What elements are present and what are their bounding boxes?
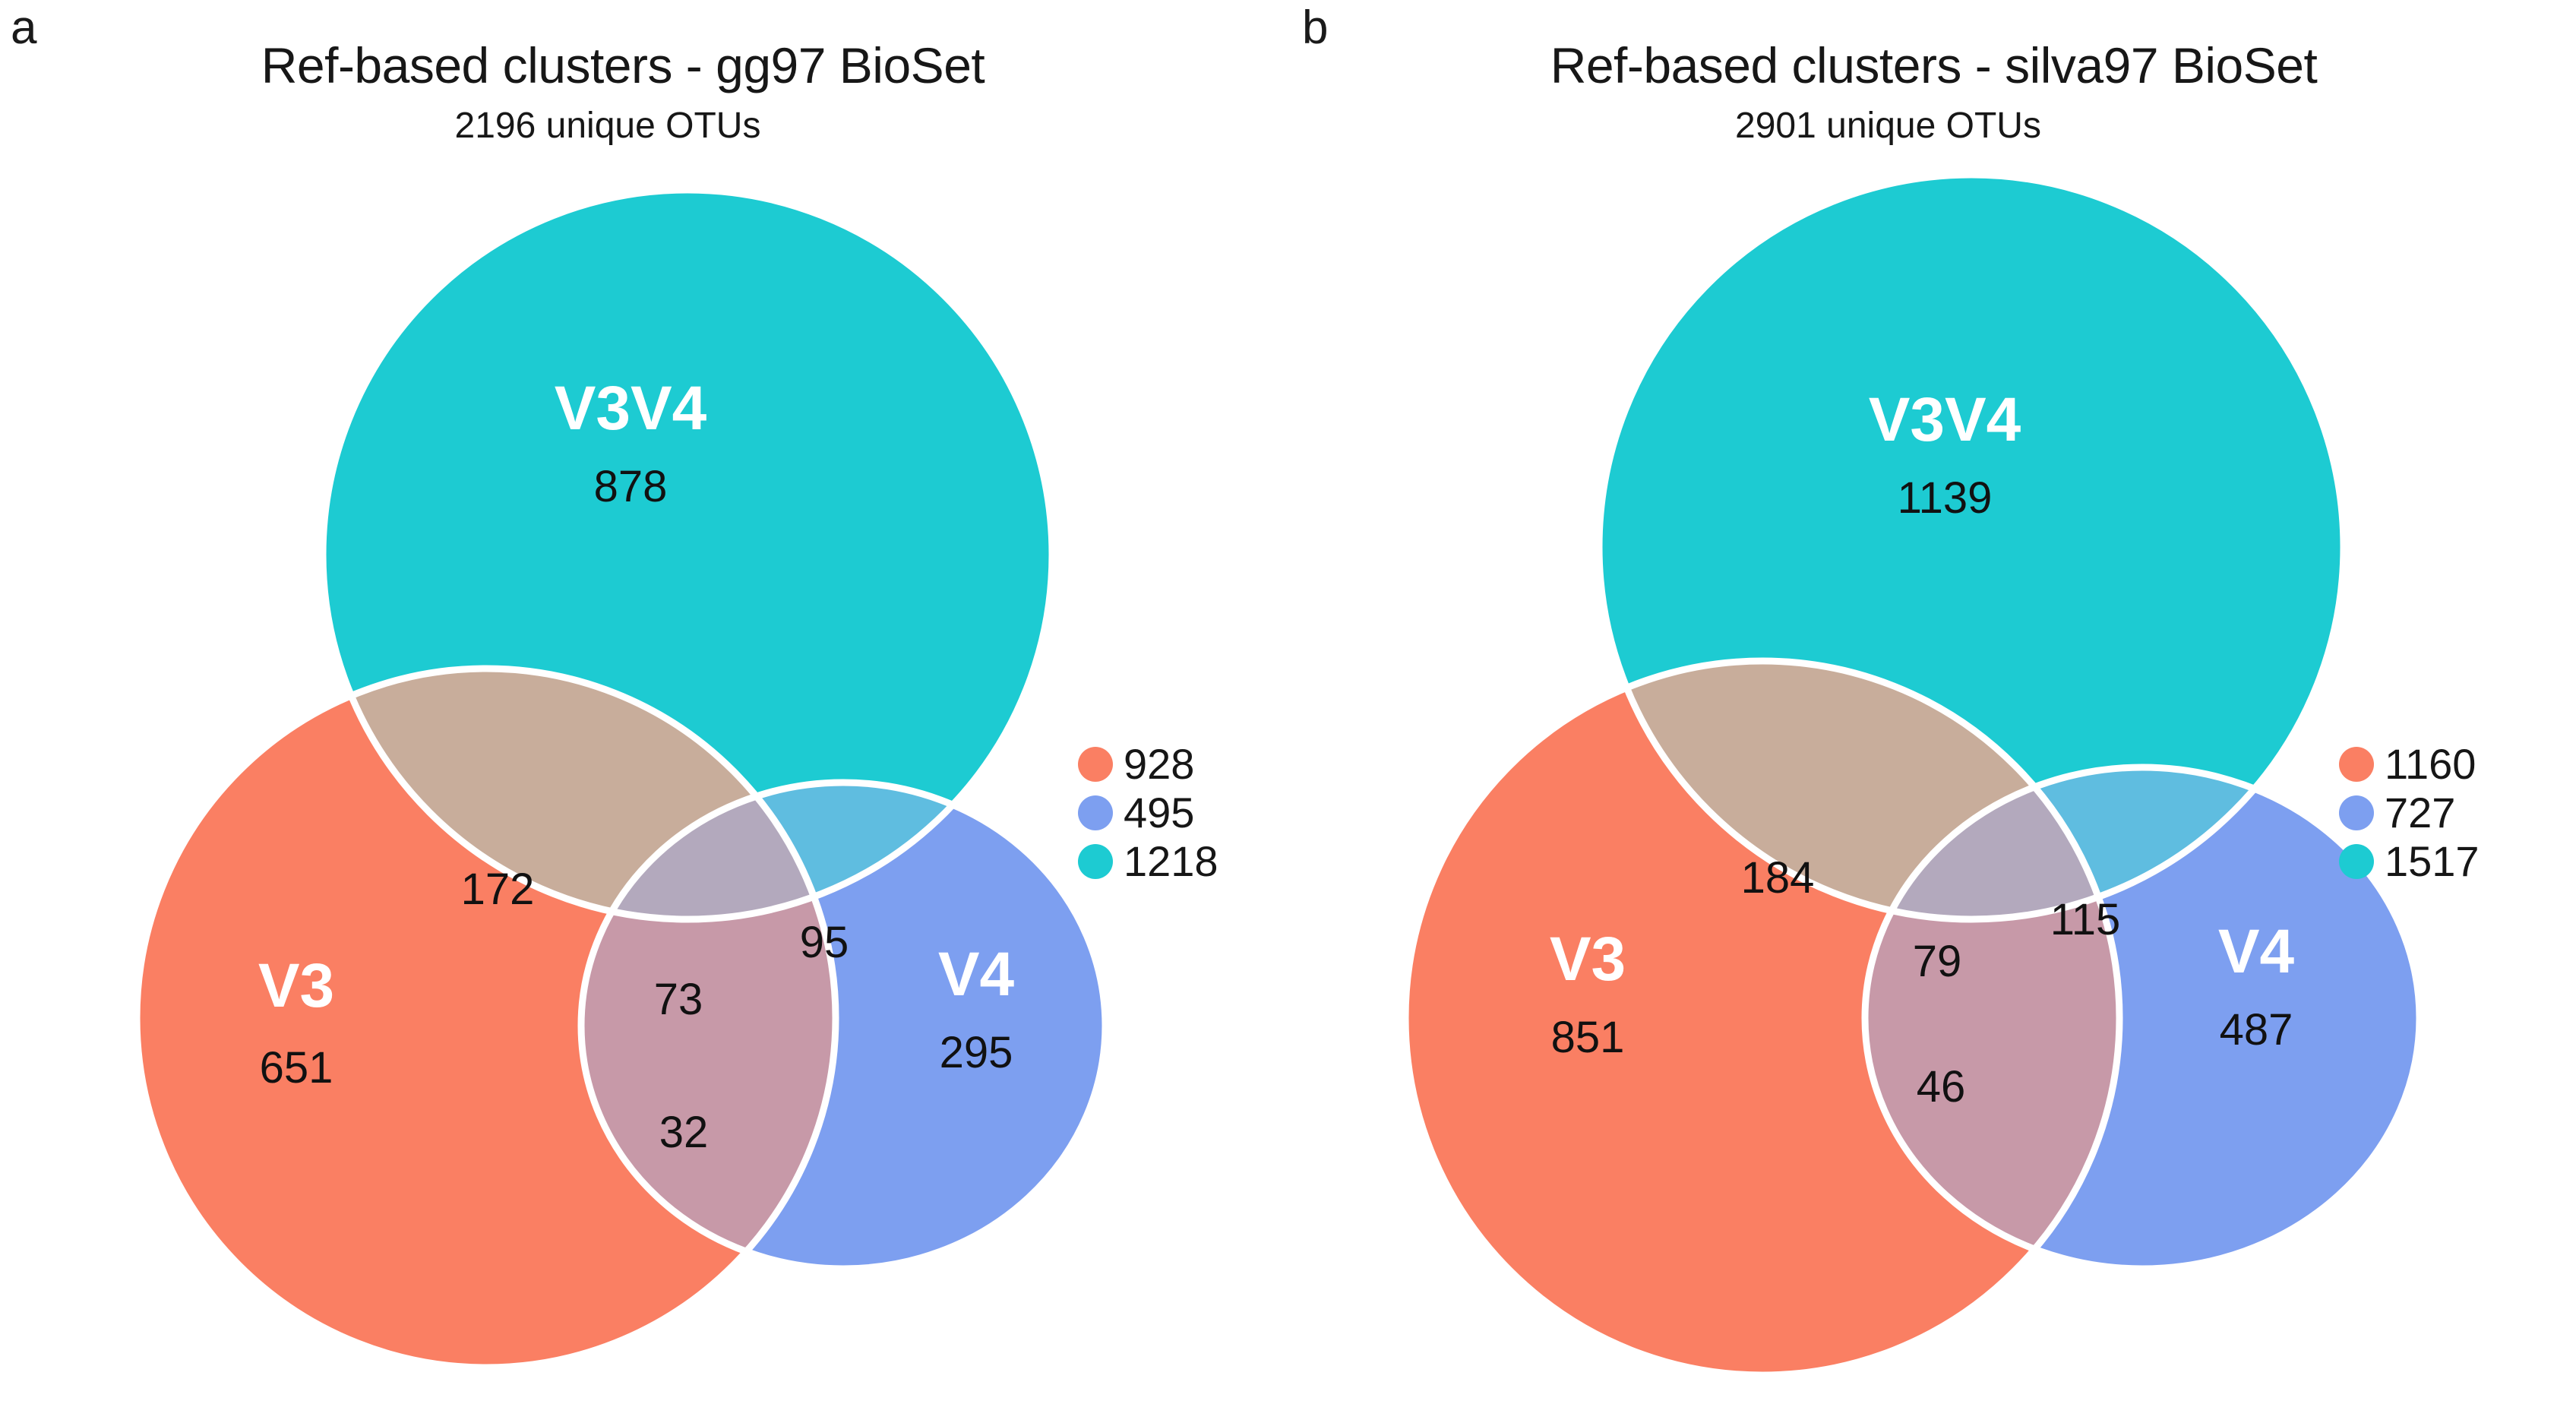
legend-dot-v4-icon bbox=[1078, 795, 1113, 830]
venn-outline-v3 bbox=[1402, 657, 2123, 1379]
panel-b-subtitle: 2901 unique OTUs bbox=[1735, 106, 2041, 146]
venn-count-v4-v3v4: 95 bbox=[800, 918, 849, 967]
legend-label-v3v4: 1517 bbox=[2385, 837, 2480, 885]
venn-count-all-three: 73 bbox=[654, 975, 703, 1024]
panel-b-title: Ref-based clusters - silva97 BioSet bbox=[1550, 37, 2318, 93]
legend-label-v4: 727 bbox=[2385, 789, 2456, 836]
legend-label-v3: 1160 bbox=[2385, 740, 2476, 788]
venn-label-v4: V4 bbox=[938, 940, 1015, 1009]
venn-label-v3v4: V3V4 bbox=[1869, 385, 2021, 454]
venn-overlap-v3-v3v4 bbox=[323, 669, 836, 919]
venn-count-v3-only: 651 bbox=[260, 1043, 333, 1093]
venn-count-v3v4-only: 1139 bbox=[1898, 473, 1993, 523]
panel-b-venn-diagram: V3V4 1139 V3 851 V4 487 184 115 79 46 bbox=[1402, 171, 2423, 1379]
panel-a-subtitle: 2196 unique OTUs bbox=[454, 106, 761, 146]
panel-b-letter: b bbox=[1302, 2, 1329, 54]
venn-count-v4-v3v4: 115 bbox=[2050, 895, 2120, 944]
venn-count-v3-only: 851 bbox=[1551, 1013, 1625, 1062]
venn-outline-v3v4 bbox=[319, 186, 1056, 923]
venn-count-v4-only: 487 bbox=[2220, 1005, 2293, 1055]
venn-overlap-v3-v3v4 bbox=[1599, 661, 2119, 919]
legend-label-v3: 928 bbox=[1124, 740, 1195, 788]
legend-dot-v3-icon bbox=[2339, 747, 2374, 782]
venn-count-v3-v3v4: 172 bbox=[461, 865, 535, 914]
venn-outline-v4 bbox=[1861, 764, 2423, 1273]
legend-item-v3: 928 bbox=[1078, 741, 1218, 788]
legend-dot-v4-icon bbox=[2339, 795, 2374, 830]
venn-outline-v4 bbox=[577, 779, 1109, 1273]
venn-label-v3: V3 bbox=[258, 951, 334, 1020]
venn-label-v4: V4 bbox=[2218, 917, 2295, 986]
legend-dot-v3v4-icon bbox=[2339, 844, 2374, 879]
panel-a-letter: a bbox=[11, 2, 37, 54]
legend-item-v3v4: 1218 bbox=[1078, 838, 1218, 885]
legend-item-v3: 1160 bbox=[2339, 741, 2480, 788]
venn-outline-v3v4 bbox=[1595, 171, 2347, 923]
legend-dot-v3-icon bbox=[1078, 747, 1113, 782]
panel-a-venn-diagram: V3V4 878 V3 651 V4 295 172 95 73 32 bbox=[133, 186, 1109, 1371]
venn-count-v4-only: 295 bbox=[940, 1028, 1013, 1077]
panel-b-legend: 1160 727 1517 bbox=[2339, 741, 2480, 885]
panel-a: a Ref-based clusters - gg97 BioSet 2196 … bbox=[11, 2, 1218, 1371]
venn-label-v3v4: V3V4 bbox=[555, 374, 707, 443]
legend-dot-v3v4-icon bbox=[1078, 844, 1113, 879]
venn-count-v3-v4: 46 bbox=[1917, 1062, 1966, 1112]
legend-item-v4: 727 bbox=[2339, 789, 2480, 836]
legend-label-v4: 495 bbox=[1124, 789, 1195, 836]
venn-count-v3v4-only: 878 bbox=[594, 462, 668, 511]
legend-item-v4: 495 bbox=[1078, 789, 1218, 836]
legend-item-v3v4: 1517 bbox=[2339, 838, 2480, 885]
venn-label-v3: V3 bbox=[1550, 925, 1626, 994]
legend-label-v3v4: 1218 bbox=[1124, 837, 1218, 885]
venn-count-v3-v3v4: 184 bbox=[1741, 853, 1815, 903]
venn-outline-v3 bbox=[133, 665, 839, 1371]
panel-a-title: Ref-based clusters - gg97 BioSet bbox=[261, 37, 985, 93]
panel-a-legend: 928 495 1218 bbox=[1078, 741, 1218, 885]
panel-b: b Ref-based clusters - silva97 BioSet 29… bbox=[1291, 0, 2576, 1423]
venn-count-v3-v4: 32 bbox=[659, 1108, 709, 1157]
venn-count-all-three: 79 bbox=[1913, 937, 1962, 986]
